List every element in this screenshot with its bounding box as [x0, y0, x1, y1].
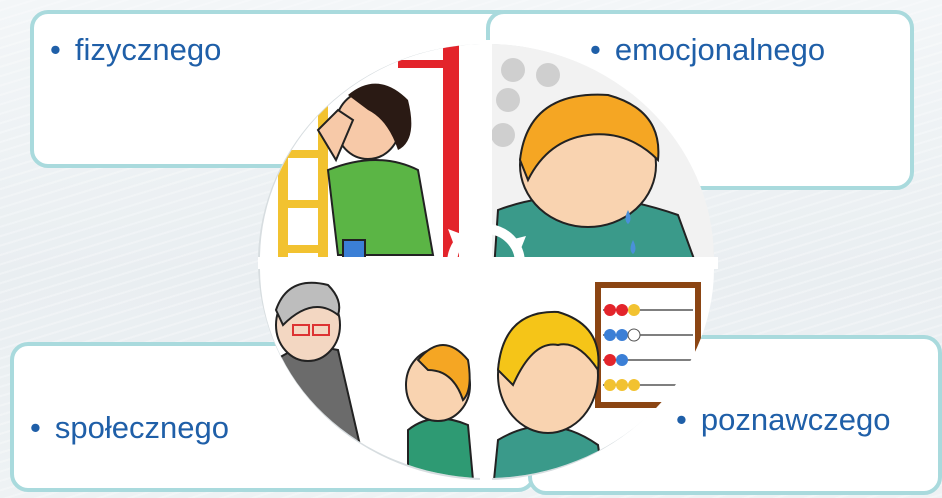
label-cognitive-text: poznawczego	[700, 402, 891, 437]
bullet: •	[50, 32, 61, 67]
child-with-abacus-illustration	[492, 269, 714, 478]
child-with-elder-illustration	[260, 269, 480, 478]
label-emotional: • emocjonalnego	[590, 34, 825, 65]
bullet: •	[590, 32, 601, 67]
development-cycle-diagram	[258, 40, 718, 480]
label-physical: • fizycznego	[50, 34, 221, 65]
bullet: •	[676, 402, 687, 437]
crying-child-illustration	[492, 44, 714, 257]
cycle-arrows-icon	[447, 224, 526, 302]
label-physical-text: fizycznego	[74, 32, 222, 67]
label-emotional-text: emocjonalnego	[614, 32, 826, 67]
bullet: •	[30, 410, 41, 445]
child-climbing-ladder-illustration	[260, 44, 480, 257]
label-cognitive: • poznawczego	[676, 404, 890, 435]
label-social: • społecznego	[30, 412, 229, 443]
label-social-text: społecznego	[54, 410, 229, 445]
